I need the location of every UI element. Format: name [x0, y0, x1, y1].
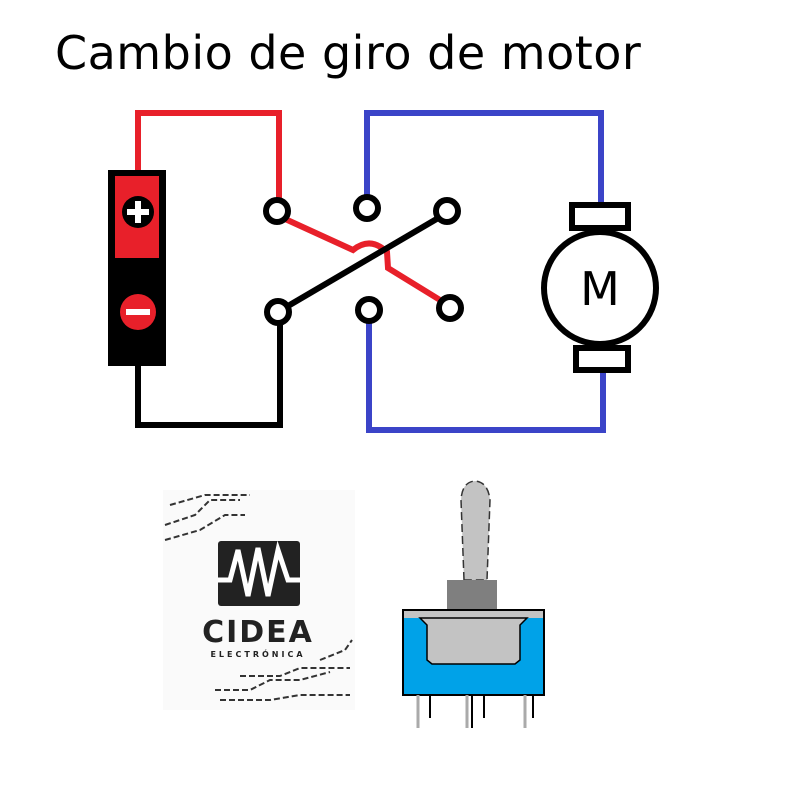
switch-terminals [263, 194, 464, 326]
motor-wire-top [364, 110, 604, 205]
positive-wire [135, 110, 282, 200]
cidea-logo: CIDEA ELECTRÓNICA [163, 490, 355, 710]
motor: M [541, 202, 659, 373]
toggle-switch-illustration [402, 480, 545, 728]
negative-wire [135, 320, 283, 428]
battery [108, 170, 166, 366]
diagram-title: Cambio de giro de motor [55, 26, 642, 80]
switch-cross-black [286, 214, 442, 309]
motor-wire-bottom [366, 318, 606, 433]
logo-name: CIDEA [202, 615, 314, 650]
motor-label: M [580, 262, 620, 316]
logo-subtitle: ELECTRÓNICA [210, 648, 305, 659]
